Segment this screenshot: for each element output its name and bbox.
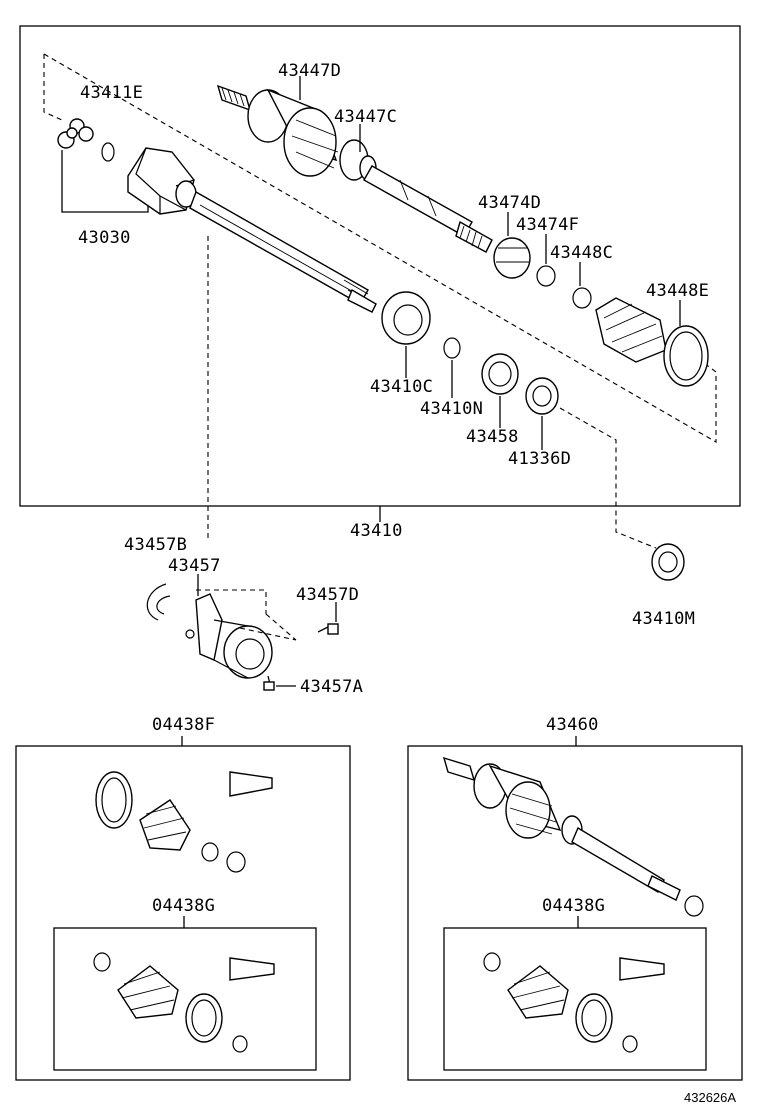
kit-left-parts [93,771,275,1053]
figure-id: 432626A [684,1090,736,1105]
tone-ring-43474D [493,237,531,279]
bolt-43457A [263,675,275,691]
label-43457B: 43457B [124,535,187,555]
label-43448E: 43448E [646,281,709,301]
label-43448C: 43448C [550,243,613,263]
seal-43410M [651,543,685,581]
kit-04438G-left-frame [53,927,317,1071]
label-43410C: 43410C [370,377,433,397]
label-04438G-left: 04438G [152,896,215,916]
label-43457A: 43457A [300,677,363,697]
snap-ring-43411E [101,142,115,162]
label-43460: 43460 [546,715,599,735]
outboard-joint-43447D [216,84,377,181]
bearing-43410C [381,291,431,345]
kit-43460-frame [407,745,743,1081]
kit-right-parts [442,756,704,1053]
label-43458: 43458 [466,427,519,447]
label-43411E: 43411E [80,83,143,103]
clamp-43474F [536,265,556,287]
label-04438G-right: 04438G [542,896,605,916]
label-43457: 43457 [168,556,221,576]
bearing-bracket-43457 [185,593,273,679]
label-43030: 43030 [78,228,131,248]
clamp-43448C [572,287,592,309]
label-43474D: 43474D [478,193,541,213]
kit-04438G-right-frame [443,927,707,1071]
inboard-joint-housing-43030 [127,147,197,215]
snap-ring-43457B [146,583,171,621]
dashed-guide-left [43,54,63,121]
label-41336D: 41336D [508,449,571,469]
boot-43448E [595,297,709,387]
label-43474F: 43474F [516,215,579,235]
bolt-43457D [317,623,339,635]
tripod-joint-43411E [57,118,94,149]
kit-04438F-frame [15,745,351,1081]
seal-43458 [481,353,519,395]
label-43410: 43410 [350,521,403,541]
label-43410N: 43410N [420,399,483,419]
label-43410M: 43410M [632,609,695,629]
label-43457D: 43457D [296,585,359,605]
label-43447D: 43447D [278,61,341,81]
seal-41336D [525,377,559,415]
label-04438F: 04438F [152,715,215,735]
drive-shaft [189,190,377,313]
label-43447C: 43447C [334,107,397,127]
dashed-guide-main [43,53,717,443]
dashed-guide-seal [559,407,657,549]
shaft-upper-segment [363,165,493,253]
snap-ring-43410N [443,337,461,359]
